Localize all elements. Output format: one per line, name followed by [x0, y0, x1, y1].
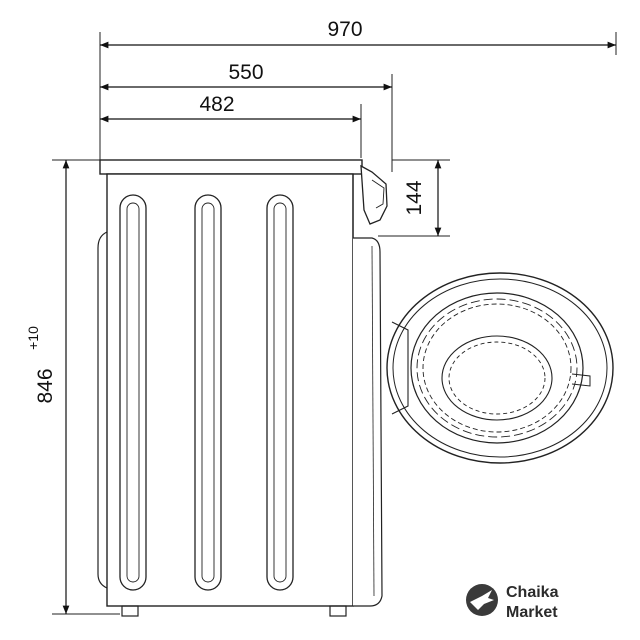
label-144: 144	[403, 180, 426, 215]
side-slot-1	[119, 194, 147, 591]
label-550: 550	[228, 61, 263, 84]
rear-foot	[329, 605, 347, 617]
door-latch	[571, 373, 591, 387]
machine-body	[97, 159, 388, 617]
top-plate	[99, 159, 363, 175]
door-glass	[441, 335, 553, 421]
front-foot	[121, 605, 139, 617]
brand-line-2: Market	[506, 604, 558, 621]
rear-edge	[97, 231, 108, 589]
brand-line-1: Chaika	[506, 584, 559, 601]
side-slots	[119, 194, 294, 591]
label-970: 970	[327, 18, 362, 41]
label-482: 482	[199, 93, 234, 116]
cabinet	[106, 173, 354, 607]
door-outer-ring	[386, 272, 614, 464]
brand-logo: Chaika Market	[466, 584, 559, 621]
label-846-tolerance: +10	[25, 326, 41, 350]
control-knob	[360, 164, 388, 225]
side-slot-3	[266, 194, 294, 591]
extension-lines	[52, 32, 617, 615]
side-slot-2	[194, 194, 222, 591]
door-frame	[410, 292, 584, 444]
door-hinge	[391, 321, 409, 415]
label-846: 846	[34, 368, 57, 403]
front-panel-outline	[353, 237, 383, 607]
dimension-lines	[62, 41, 616, 614]
open-door	[386, 272, 614, 464]
